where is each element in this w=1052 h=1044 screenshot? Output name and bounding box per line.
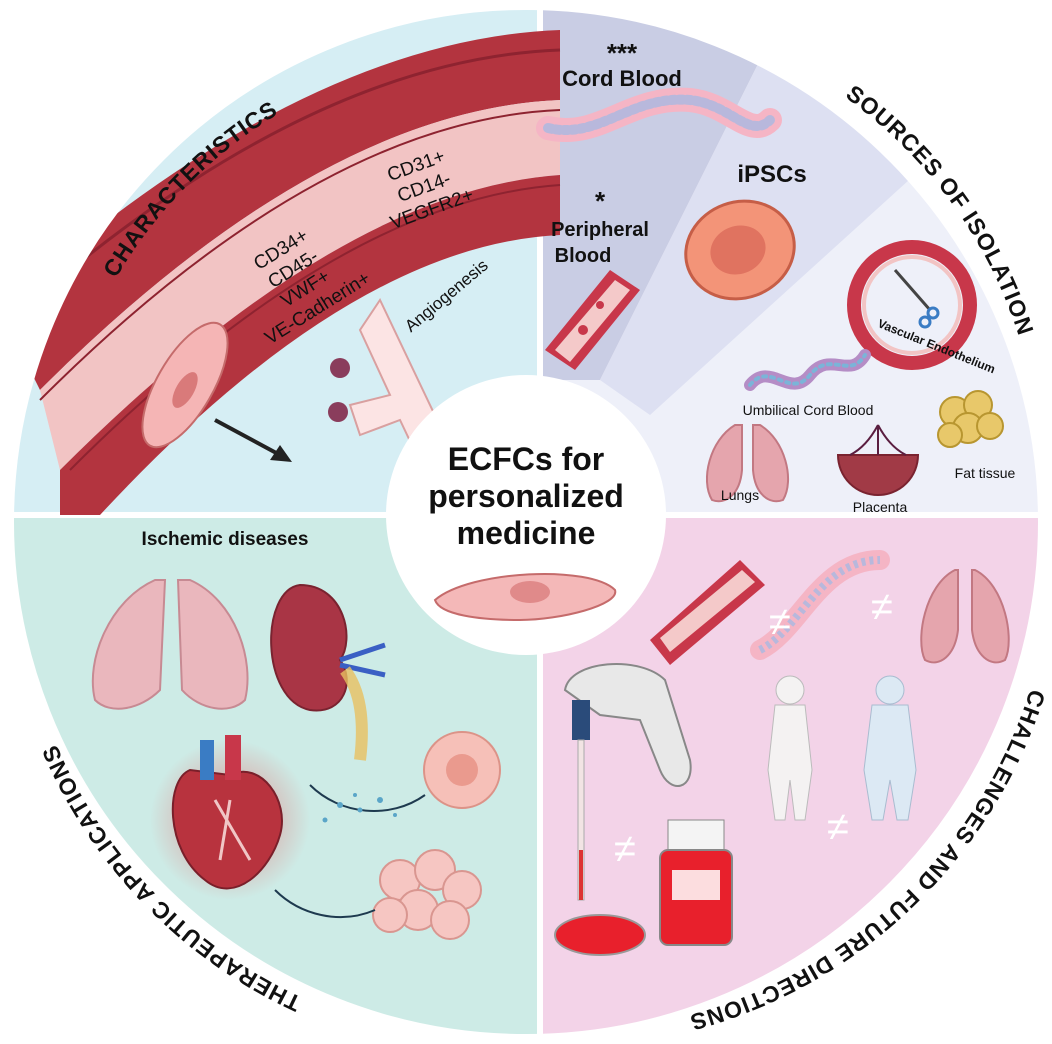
cord-blood-stars: ***: [607, 38, 638, 68]
challenge-vessel: [650, 560, 765, 665]
cell-cluster: [372, 849, 482, 940]
curved-arrow-icon-2: [274, 889, 376, 918]
arrow-icon: [214, 418, 281, 457]
challenge-lungs: [920, 569, 1010, 664]
particles: [322, 793, 397, 823]
not-equal-3: ≠: [827, 805, 849, 849]
curved-arrow-icon: [309, 784, 426, 812]
peripheral-blood-vessel: [545, 270, 640, 370]
center-title-line2: personalized: [428, 478, 624, 514]
not-equal-1: ≠: [769, 600, 791, 644]
not-equal-2: ≠: [871, 585, 893, 629]
placenta: [836, 424, 920, 496]
lungs-small: [705, 424, 790, 503]
fat-tissue: [937, 390, 1004, 448]
heart: [150, 735, 310, 900]
petri-dish: [554, 914, 646, 956]
not-equal-4: ≠: [614, 827, 636, 871]
ischemic-diseases-label: Ischemic diseases: [142, 529, 309, 550]
kidney: [270, 583, 386, 761]
umbilical-cord-label: Umbilical Cord Blood: [743, 402, 874, 418]
vascular-endothelium-ring: [847, 240, 977, 370]
peripheral-label-1: Peripheral: [551, 219, 649, 241]
center-title-line3: medicine: [457, 515, 596, 551]
body-figure-female: [767, 675, 813, 821]
peripheral-star: *: [595, 186, 606, 216]
placenta-label: Placenta: [853, 499, 908, 515]
ipscs-label: iPSCs: [737, 161, 806, 188]
peripheral-label-2: Blood: [555, 245, 612, 267]
fat-tissue-label: Fat tissue: [955, 465, 1016, 481]
lungs-label: Lungs: [721, 487, 759, 503]
cord-blood-label: Cord Blood: [562, 66, 682, 91]
lungs-large: [91, 579, 249, 710]
center-title-line1: ECFCs for: [448, 441, 604, 477]
pipette: [563, 663, 692, 901]
body-figure-male: [863, 675, 917, 821]
culture-flask: [659, 819, 733, 946]
